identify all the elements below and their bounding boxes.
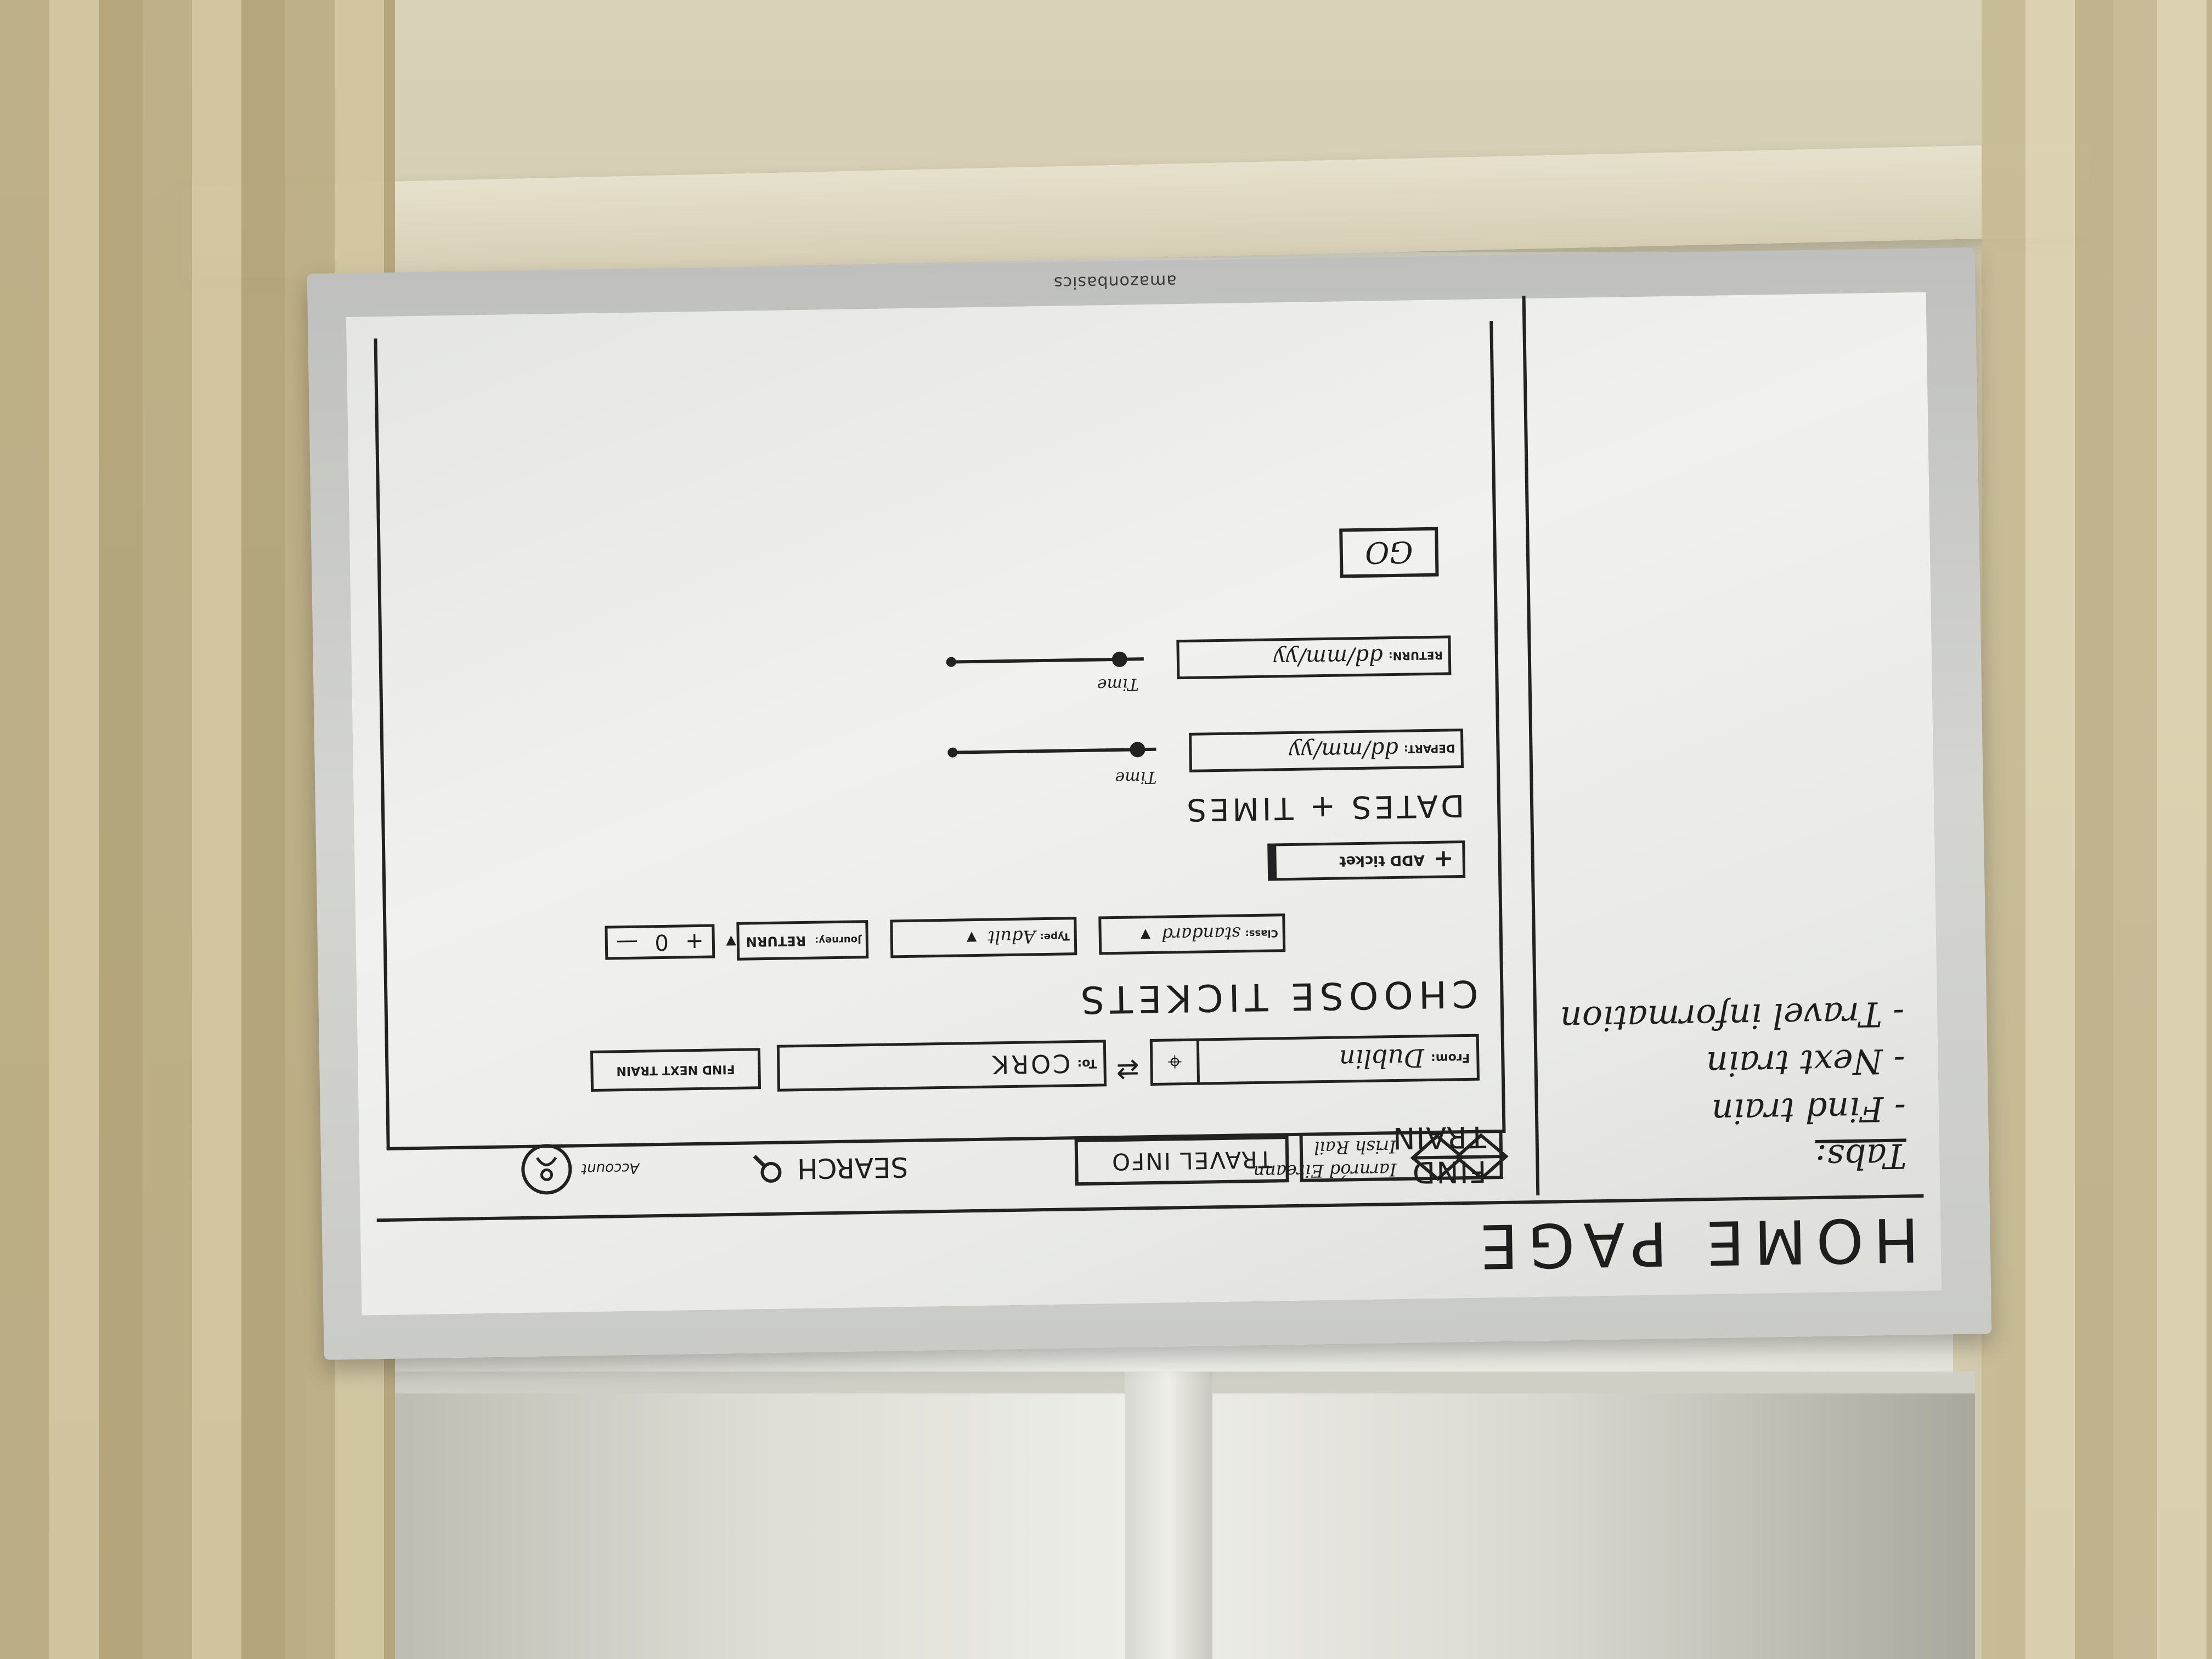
return-date-field[interactable]: RETURN: dd/mm/yy xyxy=(1176,635,1452,680)
quantity-stepper[interactable]: + 0 — xyxy=(605,924,715,960)
journey-label: Journey: xyxy=(814,934,861,947)
to-label: To: xyxy=(1077,1056,1097,1071)
slider-handle[interactable] xyxy=(1111,651,1128,668)
class-label: Class: xyxy=(1245,927,1278,940)
account-button[interactable]: Account xyxy=(521,1143,640,1195)
dates-times-heading: DATES + TIMES xyxy=(1183,787,1465,828)
sidebar-divider xyxy=(1522,296,1540,1196)
depart-label: DEPART: xyxy=(1403,742,1455,756)
add-ticket-label: ADD ticket xyxy=(1339,851,1425,870)
class-value: standard xyxy=(1161,923,1241,945)
whiteboard-surface: HOME PAGE Tabs: - Find train - Next trai… xyxy=(346,292,1942,1316)
tab-find-train[interactable]: FIND TRAIN xyxy=(1299,1120,1503,1190)
journey-select[interactable]: Journey: RETURN ▼ xyxy=(726,920,869,961)
whiteboard: amazonbasics HOME PAGE Tabs: - Find trai… xyxy=(307,247,1992,1360)
irish-rail-logo-icon xyxy=(1410,1133,1509,1181)
to-value: CORK xyxy=(990,1048,1071,1080)
type-label: Type: xyxy=(1040,930,1070,943)
find-next-train-button[interactable]: FIND NEXT TRAIN xyxy=(590,1048,761,1092)
user-icon xyxy=(521,1143,572,1195)
tab-travel-info[interactable]: TRAVEL INFO xyxy=(1074,1136,1289,1186)
from-label: From: xyxy=(1430,1050,1470,1065)
return-time-slider[interactable] xyxy=(946,651,1144,668)
slider-end xyxy=(946,657,957,667)
depart-time-slider[interactable] xyxy=(947,742,1156,758)
curtain-right xyxy=(1982,0,2212,1659)
dropdown-arrow-icon: ▼ xyxy=(1140,927,1151,943)
tabs-note-item: - Find train xyxy=(1711,1088,1906,1132)
brand-label: amazonbasics xyxy=(1053,271,1177,292)
plus-icon: + xyxy=(1433,845,1454,874)
dropdown-arrow-icon: ▼ xyxy=(726,933,737,950)
tabs-notes: Tabs: - Find train - Next train - Travel… xyxy=(1560,986,1907,1181)
tabs-note-item: - Travel information xyxy=(1560,994,1905,1040)
dropdown-arrow-icon: ▼ xyxy=(966,929,977,946)
depart-date-field[interactable]: DEPART: dd/mm/yy xyxy=(1188,728,1464,772)
return-value: dd/mm/yy xyxy=(1273,644,1384,671)
depart-value: dd/mm/yy xyxy=(1289,736,1399,764)
page-title: HOME PAGE xyxy=(1469,1204,1920,1282)
choose-tickets-heading: CHOOSE TICKETS xyxy=(1075,971,1479,1022)
decrement-button[interactable]: — xyxy=(616,929,639,956)
from-value: Dublin xyxy=(1339,1043,1425,1075)
locate-me-icon[interactable]: ⌖ xyxy=(1152,1041,1200,1083)
tabs-note-item: - Next train xyxy=(1706,1041,1906,1085)
go-button[interactable]: GO xyxy=(1339,527,1439,578)
return-time-label: Time xyxy=(1097,674,1139,695)
depart-time-label: Time xyxy=(1115,767,1157,787)
increment-button[interactable]: + xyxy=(685,928,704,955)
wireframe-sketch: HOME PAGE Tabs: - Find train - Next trai… xyxy=(346,292,1942,1316)
type-value: Adult xyxy=(988,926,1036,948)
swap-stations-icon[interactable]: ⇄ xyxy=(1116,1054,1140,1087)
user-glyph-icon xyxy=(535,1156,557,1181)
tabs-heading: Tabs: xyxy=(1815,1136,1907,1178)
add-ticket-button[interactable]: + ADD ticket xyxy=(1267,840,1466,881)
main-content: FIND TRAIN TRAVEL INFO From: Dublin ⌖ ⇄ … xyxy=(374,321,1506,1190)
slider-handle[interactable] xyxy=(1130,742,1146,758)
from-field[interactable]: From: Dublin ⌖ xyxy=(1149,1034,1480,1086)
brand-logo[interactable]: Iarnród Éireann Irish Rail xyxy=(1253,1130,1512,1186)
search-button[interactable]: SEARCH xyxy=(751,1150,909,1186)
return-label: RETURN: xyxy=(1388,648,1443,663)
window-mullion xyxy=(1125,1372,1212,1659)
slider-end xyxy=(947,747,958,758)
journey-value: RETURN xyxy=(746,933,806,950)
search-icon xyxy=(753,1154,782,1183)
to-field[interactable]: To: CORK xyxy=(776,1040,1107,1092)
account-label: Account xyxy=(581,1159,640,1177)
quantity-value: 0 xyxy=(654,929,669,955)
type-select[interactable]: Type: Adult ▼ xyxy=(890,917,1077,958)
class-select[interactable]: Class: standard ▼ xyxy=(1098,913,1286,955)
search-label: SEARCH xyxy=(797,1150,909,1185)
